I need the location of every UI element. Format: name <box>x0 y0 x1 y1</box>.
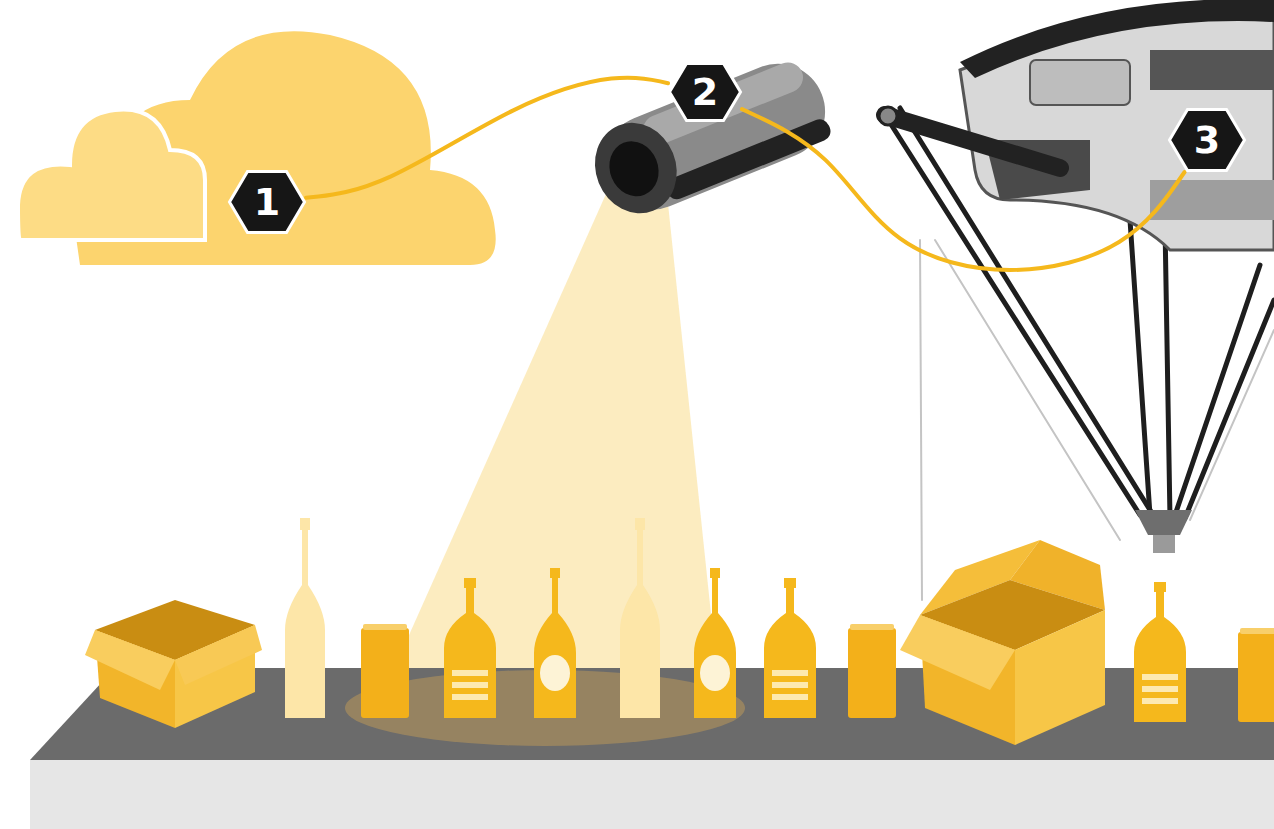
box-flap <box>175 625 262 685</box>
robot-rod <box>935 240 1120 540</box>
robot-joint <box>879 107 897 125</box>
robot-rod <box>1175 265 1260 515</box>
callout-badge: 3 <box>1168 108 1246 172</box>
gripper <box>1153 535 1175 553</box>
can <box>1238 628 1274 722</box>
callout-number: 1 <box>254 183 280 221</box>
robot-panel <box>1150 50 1274 90</box>
robot-rod <box>1130 220 1150 515</box>
camera-stripe <box>663 116 833 202</box>
callout-number: 3 <box>1194 121 1220 159</box>
callout-badge: 2 <box>668 62 742 122</box>
robot-arms <box>885 108 1274 600</box>
box-flap <box>900 615 1015 690</box>
camera-lens <box>582 110 691 225</box>
bottle <box>620 518 660 718</box>
robot-rod <box>920 240 922 600</box>
belt-side <box>30 760 1274 829</box>
robot-arm <box>885 115 1060 168</box>
cloud <box>18 31 496 265</box>
robot-panel <box>1030 60 1130 105</box>
bottle <box>764 578 816 718</box>
products <box>285 518 1274 722</box>
robot-panel <box>1150 180 1274 220</box>
cable <box>306 78 668 198</box>
open-box <box>900 540 1105 745</box>
gripper <box>1135 510 1192 535</box>
cable <box>742 109 1185 270</box>
bottle <box>285 518 325 718</box>
delta-robot <box>879 0 1274 250</box>
callout-badge: 1 <box>228 170 306 234</box>
robot-rod <box>1185 300 1274 518</box>
camera-lens <box>601 134 666 204</box>
can <box>361 624 409 718</box>
bottle <box>444 578 496 718</box>
hexagon-outline <box>230 172 305 233</box>
bottle <box>1134 582 1186 722</box>
box-face <box>1015 610 1105 745</box>
can <box>848 624 896 718</box>
hexagon-outline <box>670 64 741 121</box>
robot-rod <box>1165 225 1170 518</box>
hexagon-outline <box>1170 110 1245 171</box>
bottle <box>534 568 576 718</box>
callout-number: 2 <box>692 73 718 111</box>
box-flap <box>85 630 175 690</box>
robot-rod <box>1190 330 1274 520</box>
bottle <box>694 568 736 718</box>
cloud-shape <box>18 110 205 241</box>
open-box <box>85 600 262 728</box>
